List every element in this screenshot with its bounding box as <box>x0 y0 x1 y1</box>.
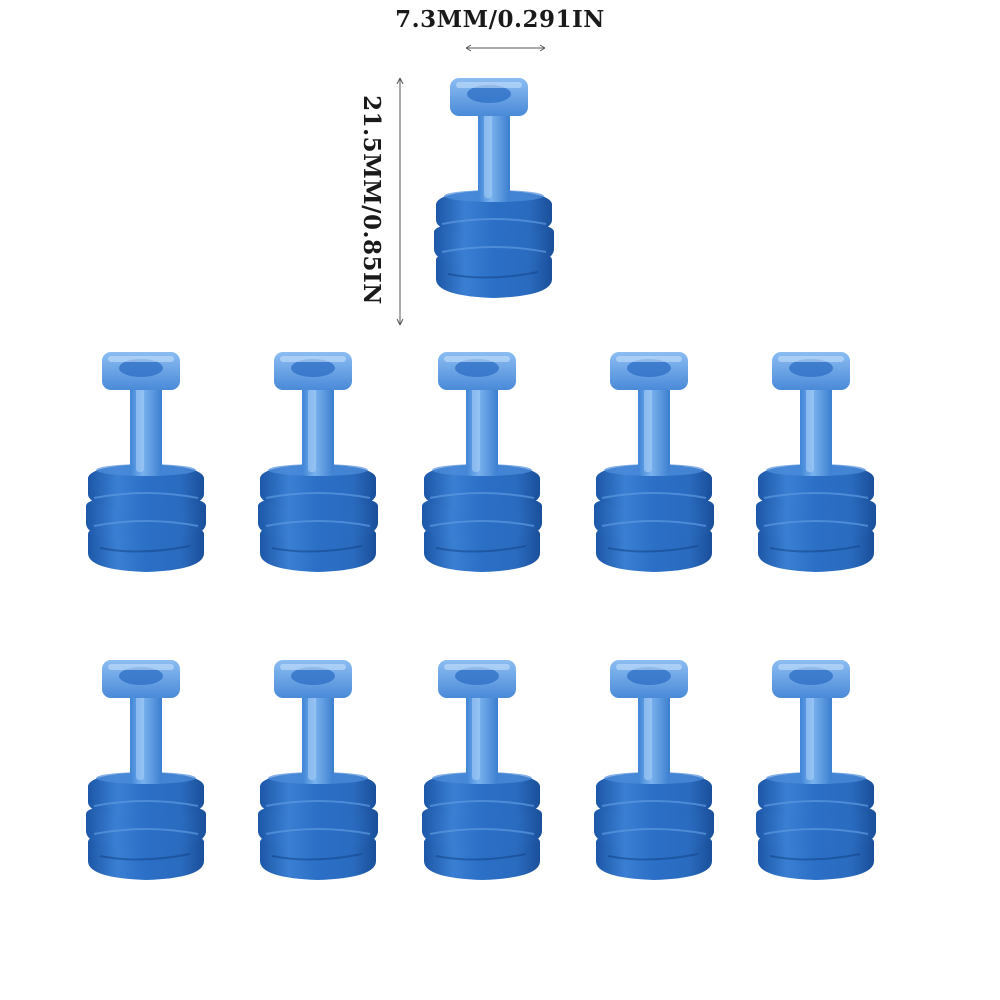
product-peg <box>755 351 877 573</box>
width-dimension-label: 7.3MM/0.291IN <box>395 6 605 33</box>
product-peg <box>755 659 877 881</box>
product-peg <box>421 351 543 573</box>
width-dimension-arrow <box>465 44 546 52</box>
product-peg <box>593 351 715 573</box>
product-peg <box>85 351 207 573</box>
product-peg-dimensioned <box>433 77 555 299</box>
product-peg <box>593 659 715 881</box>
product-peg <box>85 659 207 881</box>
product-peg <box>257 351 379 573</box>
height-dimension-arrow <box>396 77 404 326</box>
product-peg <box>421 659 543 881</box>
product-peg <box>257 659 379 881</box>
